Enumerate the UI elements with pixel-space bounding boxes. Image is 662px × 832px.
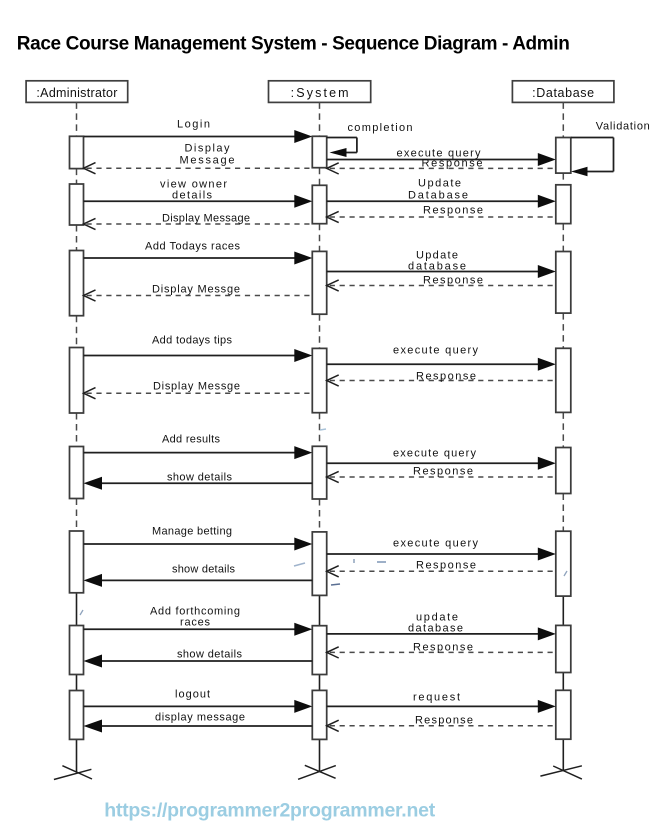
svg-text:logout: logout bbox=[175, 689, 210, 701]
svg-text:details: details bbox=[172, 190, 213, 202]
svg-text:Update: Update bbox=[416, 250, 458, 262]
svg-text:completion: completion bbox=[348, 122, 413, 134]
svg-text:Response: Response bbox=[413, 642, 473, 654]
svg-text:Response: Response bbox=[423, 205, 483, 217]
svg-text:execute query: execute query bbox=[393, 538, 479, 550]
svg-text:Manage betting: Manage betting bbox=[152, 526, 232, 538]
svg-text:database: database bbox=[408, 261, 466, 273]
svg-text::System: :System bbox=[291, 86, 349, 100]
svg-text:Response: Response bbox=[416, 371, 476, 383]
svg-text:Display Messge: Display Messge bbox=[152, 284, 240, 296]
svg-text:Response: Response bbox=[413, 466, 473, 478]
svg-text:Add results: Add results bbox=[162, 434, 221, 446]
svg-text:execute query: execute query bbox=[393, 345, 479, 357]
svg-text:Response: Response bbox=[423, 275, 483, 287]
svg-text:Login: Login bbox=[177, 119, 210, 131]
svg-text:execute query: execute query bbox=[393, 448, 477, 460]
svg-text:Message: Message bbox=[180, 155, 235, 167]
svg-text::Database: :Database bbox=[532, 86, 594, 100]
svg-text:execute query: execute query bbox=[397, 148, 482, 160]
svg-text:show details: show details bbox=[177, 649, 243, 661]
svg-text:Display Messge: Display Messge bbox=[153, 381, 240, 393]
svg-text:Database: Database bbox=[408, 190, 468, 202]
svg-text:update: update bbox=[416, 612, 458, 624]
svg-text:Response: Response bbox=[416, 560, 476, 572]
svg-text:show details: show details bbox=[172, 564, 236, 576]
svg-text:show details: show details bbox=[167, 472, 233, 484]
svg-text:https://programmer2programmer.: https://programmer2programmer.net bbox=[104, 799, 436, 821]
svg-text::Administrator: :Administrator bbox=[36, 86, 117, 100]
svg-text:races: races bbox=[180, 617, 211, 629]
svg-text:Response: Response bbox=[422, 158, 483, 170]
svg-text:Add todays tips: Add todays tips bbox=[152, 335, 233, 347]
svg-text:Display Message: Display Message bbox=[162, 213, 250, 225]
svg-text:Add forthcoming: Add forthcoming bbox=[150, 606, 240, 618]
svg-text:Display: Display bbox=[185, 143, 231, 155]
svg-text:request: request bbox=[413, 692, 460, 704]
svg-text:Response: Response bbox=[415, 715, 473, 727]
svg-text:Add Todays races: Add Todays races bbox=[145, 241, 241, 253]
svg-text:display message: display message bbox=[155, 712, 245, 724]
svg-text:Race Course Management System: Race Course Management System - Sequence… bbox=[17, 34, 570, 55]
svg-text:Validation: Validation bbox=[596, 121, 650, 133]
svg-text:Update: Update bbox=[418, 178, 461, 190]
svg-text:database: database bbox=[408, 623, 463, 635]
